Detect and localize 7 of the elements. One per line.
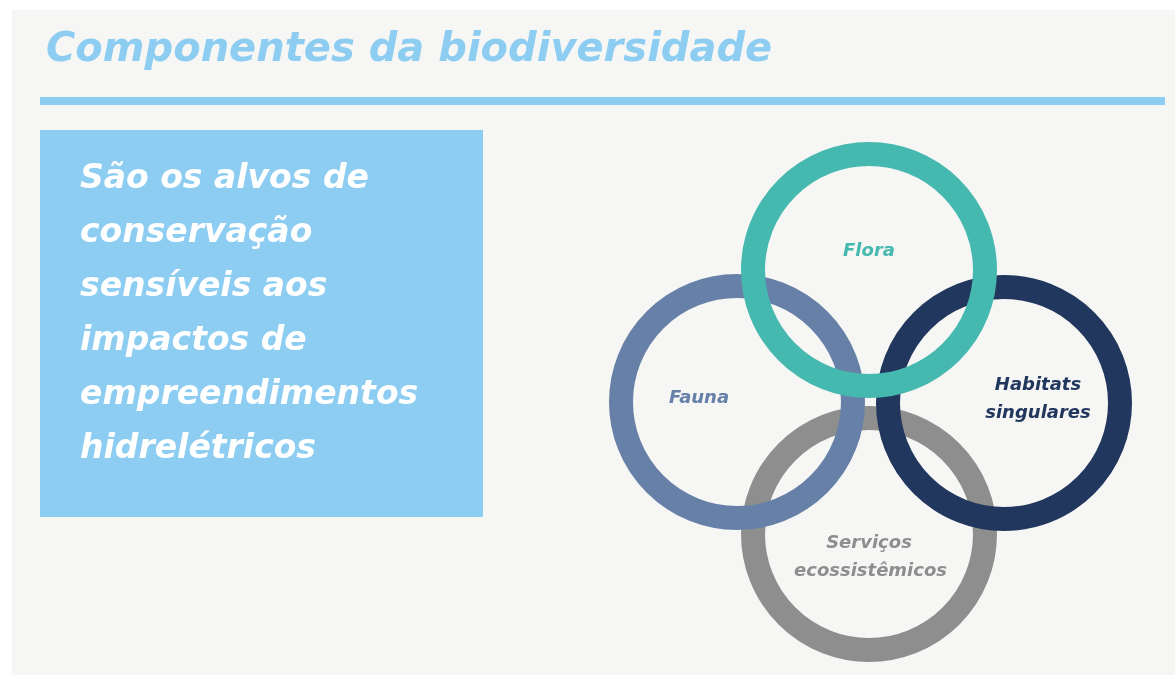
ring-label: Flora [843,238,895,262]
description-text: São os alvos de conservação sensíveis aos impactos de empreendimentos hidrelétricos [80,156,420,468]
ring-label: Habitats singulares [984,372,1092,424]
title: Componentes da biodiversidade [46,24,773,70]
info-box [40,130,483,517]
ring-label: Fauna [668,385,730,409]
ring-label: Serviços ecossistêmicos [794,530,944,582]
